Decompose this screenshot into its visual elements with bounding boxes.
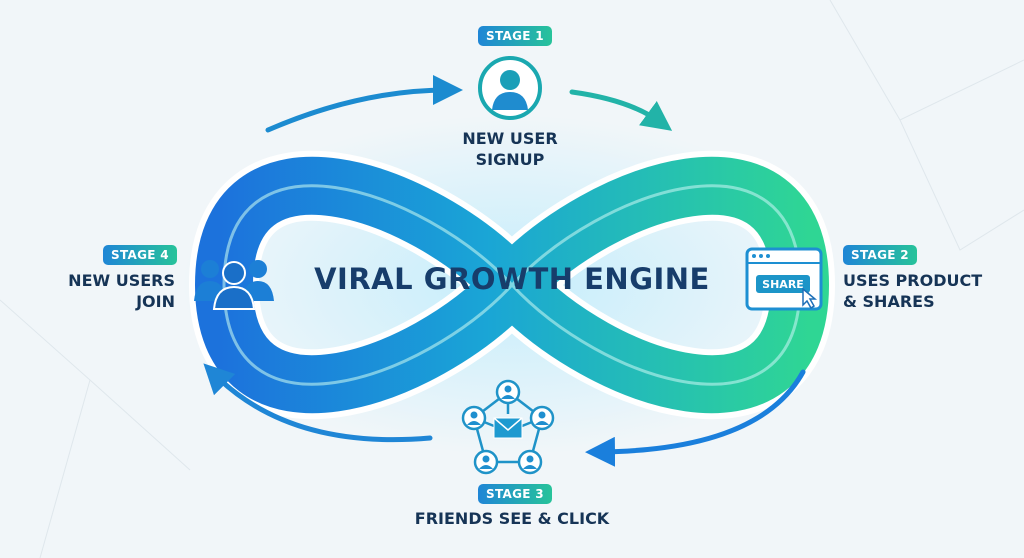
network-email-icon: [461, 379, 555, 475]
browser-share-icon: SHARE: [745, 247, 823, 311]
infinity-loop: [188, 150, 836, 420]
diagram-title: VIRAL GROWTH ENGINE: [314, 262, 710, 296]
stage-2-label: USES PRODUCT& SHARES: [843, 271, 983, 311]
stage-4-badge: STAGE 4: [103, 245, 177, 265]
stage-2-badge: STAGE 2: [843, 245, 917, 265]
stage-1-badge: STAGE 1: [478, 26, 552, 46]
user-icon: [478, 56, 542, 120]
stage-3-label: FRIENDS SEE & CLICK: [414, 509, 610, 528]
group-icon: [194, 260, 274, 310]
flow-arrows: [203, 75, 806, 467]
stage-3-badge: STAGE 3: [478, 484, 552, 504]
share-button-text: SHARE: [762, 278, 804, 291]
